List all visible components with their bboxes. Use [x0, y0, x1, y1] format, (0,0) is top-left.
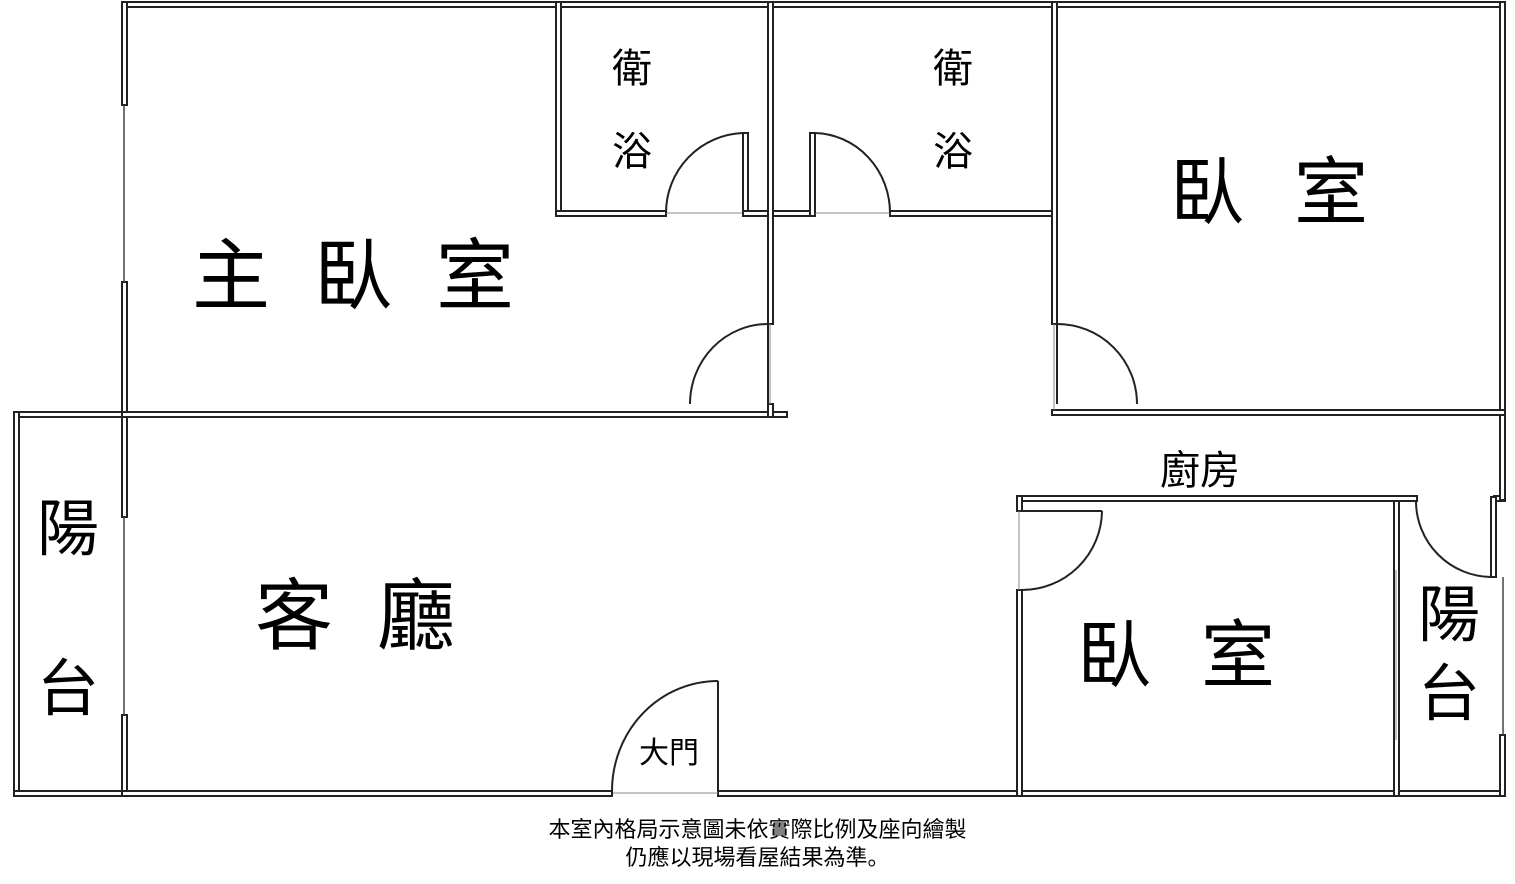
wall-balcony-left-bottom [13, 790, 128, 797]
wall-bath-right-side [1051, 1, 1058, 325]
label-balcony-right-2: 台 [1418, 657, 1480, 730]
disclaimer-line-2: 仍應以現場看屋結果為準。 [625, 846, 890, 871]
wall-bottom-left [121, 790, 613, 797]
door-balcony-right [1415, 500, 1492, 578]
label-living-room: 客廳 [255, 572, 499, 662]
label-main-door: 大門 [639, 736, 699, 771]
label-master-bedroom: 主臥室 [192, 232, 558, 322]
wall-bath-left-bottom [555, 210, 667, 217]
walls [13, 1, 1506, 797]
wall-master-bottom [121, 411, 788, 418]
label-bathroom-right-1: 衛 [933, 46, 973, 92]
door-master-bedroom [689, 323, 769, 405]
wall-bedroom-br-left-lower [1016, 589, 1023, 797]
wall-bottom-right [717, 790, 1506, 797]
windows [123, 105, 1504, 794]
doors [611, 132, 1492, 796]
wall-bedroom-br-left [1016, 495, 1023, 512]
wall-bedroom-tr-bottom [1051, 409, 1506, 416]
wall-top [121, 1, 1506, 8]
wall-balcony-left-side [13, 411, 20, 797]
label-bathroom-right-2: 浴 [933, 129, 973, 175]
door-bathroom-left [665, 132, 744, 214]
label-balcony-right-1: 陽 [1418, 578, 1480, 651]
wall-kitchen-bottom [1016, 495, 1418, 502]
wall-central [767, 1, 774, 325]
door-bedroom-bottom-right [1021, 510, 1103, 591]
wall-living-balcony-upper [121, 416, 128, 518]
wall-bath-left-side [555, 1, 562, 217]
label-bathroom-left-2: 浴 [612, 129, 652, 175]
wall-left-upper [121, 1, 128, 106]
label-bedroom-top-right: 臥室 [1170, 150, 1418, 236]
door-bedroom-top-right [1056, 323, 1138, 405]
wall-living-balcony-lower [121, 714, 128, 797]
disclaimer-line-1: 本室內格局示意圖未依實際比例及座向繪製 [548, 818, 967, 843]
wall-corridor-stub-left [742, 210, 814, 217]
wall-left-mid [121, 281, 128, 418]
label-balcony-left-2: 台 [37, 652, 99, 725]
wall-balcony-right-outer [1499, 734, 1506, 797]
door-bathroom-right [814, 132, 891, 214]
label-bathroom-left-1: 衛 [612, 46, 652, 92]
label-kitchen: 廚房 [1160, 448, 1240, 494]
wall-right-lower [1499, 414, 1506, 501]
wall-right [1499, 1, 1506, 416]
room-labels: 主臥室 衛 浴 衛 浴 臥室 客廳 陽 台 廚房 臥室 陽 台 大門 [37, 46, 1480, 771]
wall-balcony-left-top [13, 411, 128, 418]
label-bedroom-bottom-right: 臥室 [1077, 613, 1325, 699]
door-main [611, 680, 719, 796]
wall-bath-right-bottom [889, 210, 1058, 217]
wall-central-stub [767, 403, 774, 418]
label-balcony-left-1: 陽 [37, 492, 99, 565]
